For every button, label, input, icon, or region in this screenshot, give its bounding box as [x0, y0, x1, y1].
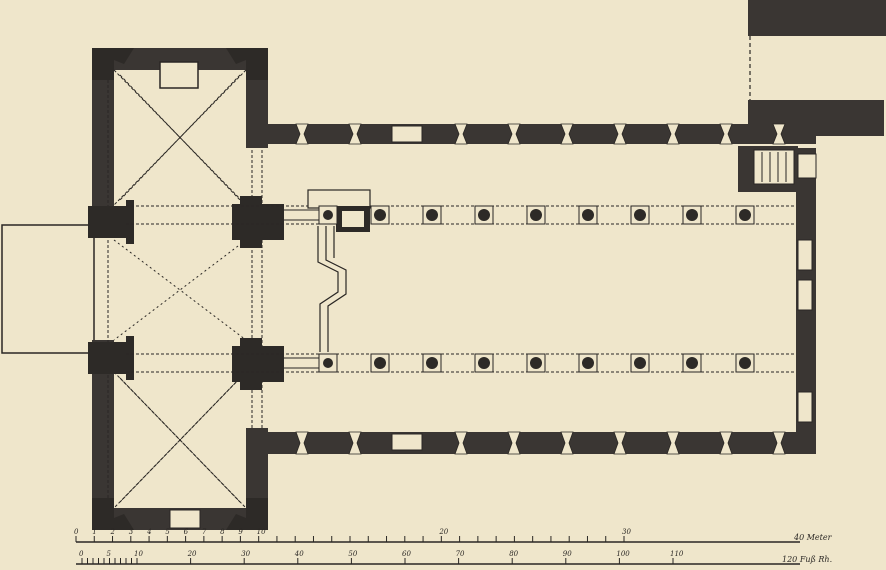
transept-south-door — [169, 509, 201, 529]
transept-walls — [92, 48, 268, 530]
meter-tick-label: 1 — [92, 528, 96, 536]
meter-tick-label: 9 — [238, 528, 243, 536]
west-porch-outline — [1, 224, 95, 354]
nave-column — [735, 353, 755, 373]
meter-scale-label: 40 Meter — [793, 533, 833, 542]
transept-corner-sw — [92, 498, 134, 530]
wall-window — [507, 431, 521, 455]
arcade-lines — [126, 205, 796, 373]
nave-column — [526, 205, 546, 225]
wall-window — [295, 431, 309, 455]
wall-window — [348, 123, 362, 145]
crossing-pier-se — [232, 338, 284, 390]
transept-north-door — [159, 61, 199, 89]
wall-window — [454, 431, 468, 455]
stair-tower — [738, 146, 817, 192]
nave-column — [318, 205, 338, 225]
feet-tick-label: 10 — [134, 550, 143, 558]
wall-window — [613, 431, 627, 455]
meter-tick-label: 10 — [257, 528, 266, 536]
nave-column — [422, 205, 442, 225]
transept-corner-nw — [92, 48, 134, 80]
meter-tick-label: 0 — [74, 528, 79, 536]
meter-tick-label: 30 — [622, 528, 631, 536]
wall-window — [613, 123, 627, 145]
transept-corner-se — [226, 498, 268, 530]
adjacent-building-wall-top — [748, 0, 886, 36]
feet-tick-label: 40 — [294, 550, 304, 558]
feet-tick-label: 90 — [563, 550, 572, 558]
adjacent-building — [748, 0, 886, 136]
nave-column — [682, 353, 702, 373]
nave-column — [578, 205, 598, 225]
meter-tick-label: 3 — [129, 528, 134, 536]
nave-north-wall — [262, 124, 816, 144]
wall-window — [348, 431, 362, 455]
feet-tick-label: 30 — [241, 550, 250, 558]
meter-tick-label: 20 — [438, 528, 448, 536]
feet-tick-label: 0 — [79, 550, 84, 558]
transept-vault-lines — [107, 69, 263, 509]
nave-column — [474, 353, 494, 373]
nave-column — [682, 205, 702, 225]
wall-window — [560, 431, 574, 455]
feet-tick-label: 100 — [616, 550, 630, 558]
wall-window — [666, 431, 680, 455]
south-wall-windows — [295, 431, 786, 455]
meter-tick-label: 6 — [184, 528, 189, 536]
transept-corner-ne — [226, 48, 268, 80]
wall-window — [772, 431, 786, 455]
nave-column — [630, 353, 650, 373]
nave-columns — [318, 205, 755, 373]
scale-bars: 0 1 2 3 4 5 6 7 8 9 10 20 30 0 5 10 20 30 40 50 60 70 80 90 100… — [74, 528, 833, 565]
wall-window — [560, 123, 574, 145]
nave-column — [370, 205, 390, 225]
nave-column — [526, 353, 546, 373]
crossing-piers — [88, 48, 284, 530]
wall-window — [454, 123, 468, 145]
wall-window — [295, 123, 309, 145]
nave-column — [630, 205, 650, 225]
meter-tick-label: 2 — [110, 528, 116, 536]
north-wall-windows — [295, 123, 786, 145]
crossing-pier-sw — [88, 336, 134, 380]
transept-wall-north — [92, 48, 268, 70]
north-wall-door — [391, 125, 423, 143]
pulpit — [307, 189, 371, 232]
nave-column — [474, 205, 494, 225]
wall-window — [666, 123, 680, 145]
nave-column — [735, 205, 755, 225]
nave-column — [422, 353, 442, 373]
wall-window — [507, 123, 521, 145]
feet-tick-label: 50 — [348, 550, 357, 558]
feet-tick-label: 60 — [402, 550, 411, 558]
crossing-pier-ne — [232, 196, 284, 248]
meter-tick-label: 8 — [220, 528, 225, 536]
south-wall-door — [391, 433, 423, 451]
meter-tick-label: 4 — [146, 528, 151, 536]
nave-column — [578, 353, 598, 373]
choir-screen — [317, 226, 347, 352]
crossing-pier-nw — [88, 200, 134, 244]
wall-window — [719, 431, 733, 455]
feet-tick-label: 5 — [107, 550, 112, 558]
meter-tick-label: 7 — [202, 528, 207, 536]
east-wall-openings — [797, 239, 813, 423]
nave-column — [370, 353, 390, 373]
feet-tick-label: 80 — [509, 550, 518, 558]
nave-column — [318, 353, 338, 373]
feet-tick-label: 110 — [670, 550, 684, 558]
feet-tick-label: 70 — [456, 550, 465, 558]
nave-south-wall — [262, 432, 816, 454]
wall-window — [772, 123, 786, 145]
feet-scale-label: 120 Fuß Rh. — [782, 555, 832, 564]
meter-tick-label: 5 — [165, 528, 170, 536]
wall-window — [719, 123, 733, 145]
feet-tick-label: 20 — [187, 550, 197, 558]
